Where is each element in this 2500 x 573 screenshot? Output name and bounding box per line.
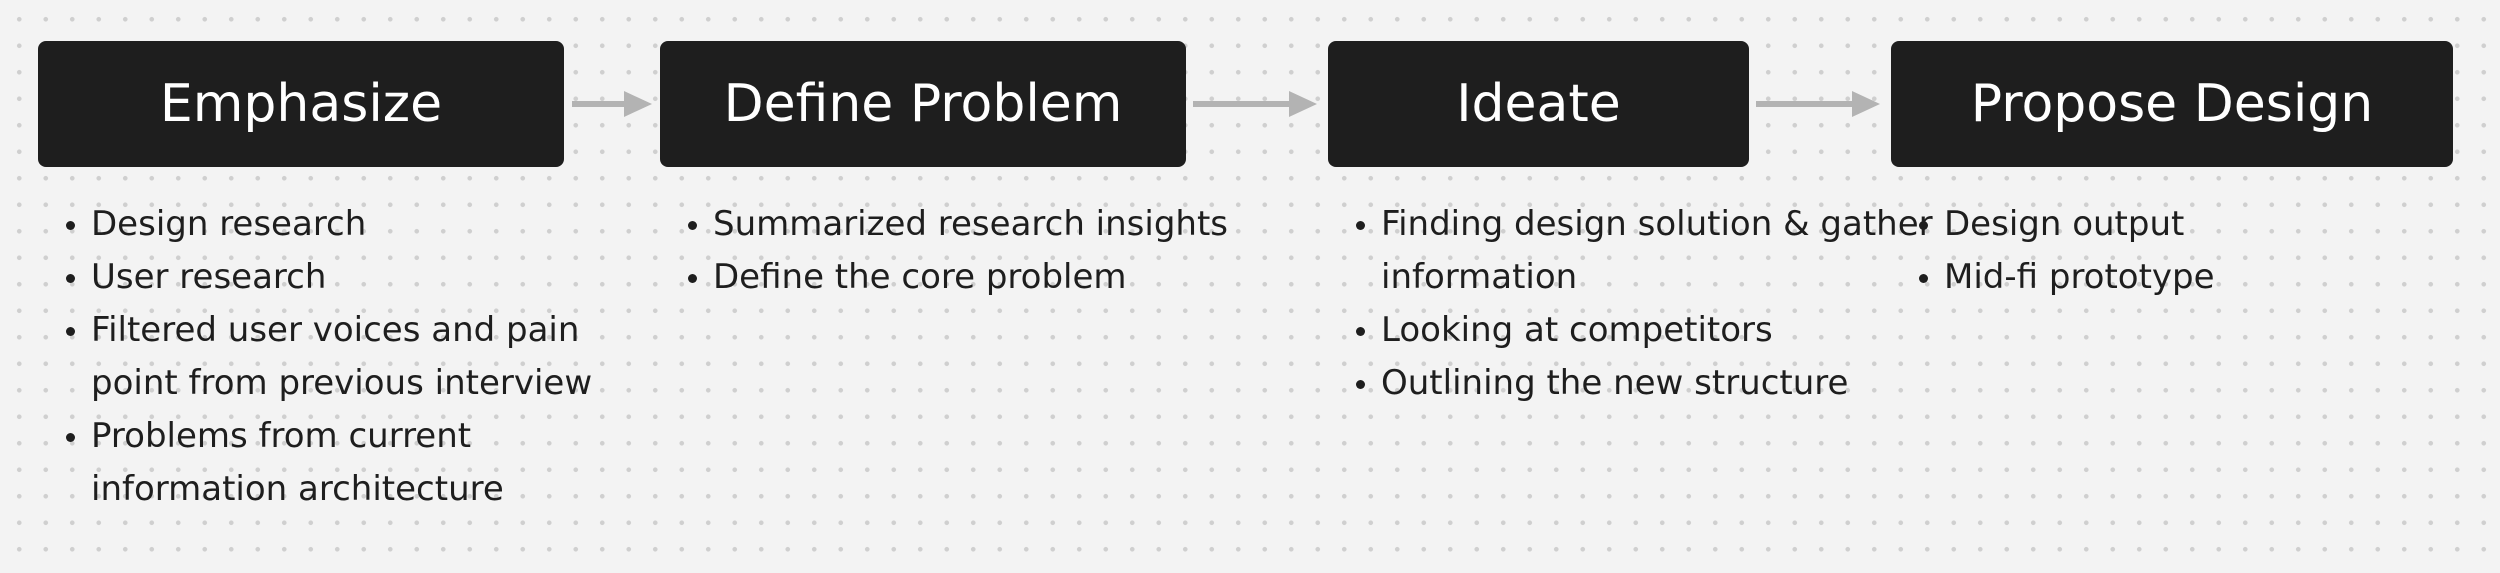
list-item: Looking at competitors	[1381, 304, 1941, 357]
list-item: User research	[91, 251, 651, 304]
list-item: Summarized research insights	[713, 198, 1373, 251]
arrow-right-icon	[1756, 91, 1880, 117]
stage-item-list-define-problem: Summarized research insights Define the …	[660, 198, 1373, 304]
list-item: Outlining the new structure	[1381, 357, 1941, 410]
list-item: Problems from current information archit…	[91, 410, 651, 516]
stage-box-propose-design[interactable]: Propose Design	[1891, 41, 2453, 167]
stage-title: Define Problem	[723, 74, 1123, 134]
list-item: Mid-fi prototype	[1944, 251, 2500, 304]
arrow-right-icon	[1193, 91, 1317, 117]
stage-title: Emphasize	[159, 74, 443, 134]
list-item: Design output	[1944, 198, 2500, 251]
stage-box-define-problem[interactable]: Define Problem	[660, 41, 1186, 167]
list-item: Filtered user voices and pain point from…	[91, 304, 651, 410]
list-item: Design research	[91, 198, 651, 251]
stage-item-list-ideate: Finding design solution & gather informa…	[1328, 198, 1941, 410]
stage-box-emphasize[interactable]: Emphasize	[38, 41, 564, 167]
arrow-right-icon	[572, 91, 652, 117]
stage-title: Ideate	[1456, 74, 1621, 134]
list-item: Define the core problem	[713, 251, 1373, 304]
stage-item-list-propose-design: Design output Mid-fi prototype	[1891, 198, 2500, 304]
stage-box-ideate[interactable]: Ideate	[1328, 41, 1749, 167]
stage-item-list-emphasize: Design research User research Filtered u…	[38, 198, 651, 516]
stage-title: Propose Design	[1970, 74, 2374, 134]
list-item: Finding design solution & gather informa…	[1381, 198, 1941, 304]
